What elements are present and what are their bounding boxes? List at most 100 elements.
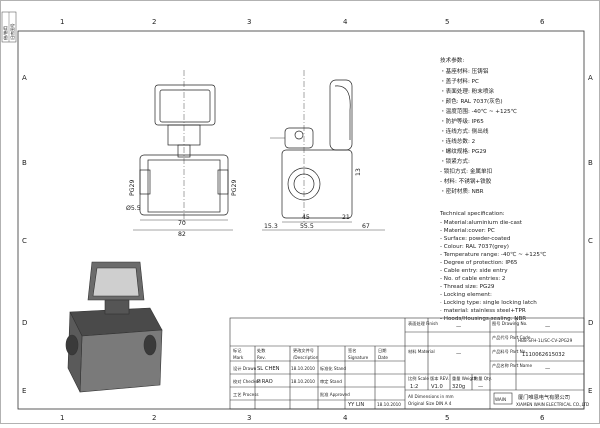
finish-value: — xyxy=(456,324,461,330)
material-value: — xyxy=(456,351,461,357)
rev-head-en: Mark xyxy=(233,355,244,360)
code-value: HB8-SFH-1L/SC-CV-2PG29 xyxy=(518,338,573,343)
company-en: XIAMEN WAIN ELECTRICAL CO.,LTD xyxy=(516,402,589,407)
logo-text: WAIN xyxy=(495,397,506,402)
dim-width-70: 70 xyxy=(178,220,186,227)
spec-cn-line: ・连线方式: 侧出线 xyxy=(440,127,489,135)
spec-en-line: - Cable entry: side entry xyxy=(440,268,508,274)
company-cn: 厦门唯恩电气有限公司 xyxy=(518,393,570,401)
rev-name: SL CHEN xyxy=(257,366,280,372)
row-label: D xyxy=(22,319,27,327)
spec-en-line: - Temperature range: -40℃ ~ +125℃ xyxy=(440,251,546,258)
spec-en-line: - Surface: powder-coated xyxy=(440,236,511,242)
rev-head-en: /Description xyxy=(293,355,319,360)
row-label: B xyxy=(588,159,593,167)
company-logo xyxy=(493,392,513,405)
row-label: B xyxy=(22,159,27,167)
col-label: 4 xyxy=(343,414,348,422)
rev-name: P RAO xyxy=(257,379,273,385)
dim-21: 21 xyxy=(342,214,350,221)
col-label: 4 xyxy=(343,18,348,26)
dim-pg-right: PG29 xyxy=(231,180,238,196)
dim-hole: Ø5.5 xyxy=(126,204,141,212)
spec-en-block: Technical specification: - Material:alum… xyxy=(439,211,546,322)
rev-head: 签名 xyxy=(348,347,356,354)
rev-head-en: Rev. xyxy=(257,355,266,360)
row-label: A xyxy=(588,74,593,82)
material-label: 材料 Material xyxy=(408,348,435,355)
spec-en-title: Technical specification: xyxy=(439,211,505,217)
rev-r2name: YY LIN xyxy=(347,402,364,408)
note-line1: All Dimensions in mm xyxy=(408,394,454,399)
dim-height-13: 13 xyxy=(355,168,362,176)
rev-head-en: Date xyxy=(378,355,388,360)
col-label: 3 xyxy=(247,18,251,26)
drawing-label: 图号 Drawing No. xyxy=(492,321,527,327)
spec-cn-line: ・表面处理: 粉末喷涂 xyxy=(440,87,494,95)
name-label: 产品名称 Part Name xyxy=(492,362,532,369)
rev-head: 日期 xyxy=(378,348,386,354)
spec-cn-line: ・颜色: RAL 7037(灰色) xyxy=(440,97,503,105)
code-label: 产品代号 Part Code xyxy=(492,334,531,341)
rev-head: 更改文件号 xyxy=(293,347,314,354)
spec-cn-line: ・螺纹规格: PG29 xyxy=(440,147,487,155)
dim-pg-left: PG29 xyxy=(129,180,136,196)
finish-label: 表面处理 Finish xyxy=(408,320,438,327)
col-label: 6 xyxy=(540,18,545,26)
rev-r2: 标准化 Stand xyxy=(320,365,346,372)
spec-cn-line: ・基座材料: 压铸铝 xyxy=(440,67,489,75)
spec-en-line: · material: stainless steel+TPR xyxy=(440,308,526,314)
rev-role: 工艺 Process xyxy=(233,392,259,397)
spec-cn-block: 技术参数: ・基座材料: 压铸铝 ・盖子材料: PC ・表面处理: 粉末喷涂 ・… xyxy=(440,56,517,195)
rev-role: 校对 Checked xyxy=(233,378,261,385)
col-label: 2 xyxy=(152,18,156,26)
rev-date: 18.10.2010 xyxy=(291,379,315,384)
title-block-text: 表面处理 Finish — 材料 Material — 比例 Scale 版本 … xyxy=(233,320,589,408)
row-label: A xyxy=(22,74,27,82)
weight-label: 重量 Weigth xyxy=(452,375,477,382)
scale-label: 比例 Scale xyxy=(408,375,429,382)
col-label: 2 xyxy=(152,414,156,422)
side-label-1: 借/借用 xyxy=(2,26,9,40)
spec-cn-line: ・盖子材料: PC xyxy=(440,77,479,85)
col-label: 1 xyxy=(60,414,64,422)
dim-55-5: 55.5 xyxy=(300,223,314,230)
spec-en-line: - No. of cable entries: 2 xyxy=(440,276,505,282)
part-label: 产品料号 Part No. xyxy=(492,348,527,355)
row-label: E xyxy=(22,387,26,395)
spec-cn-line: ・密封材质: NBR xyxy=(440,187,484,195)
col-label: 6 xyxy=(540,414,545,422)
rev-r2: 批准 Approved xyxy=(320,391,350,398)
rev-role: 设计 Drawn xyxy=(233,365,257,372)
col-label: 1 xyxy=(60,18,64,26)
dim-45: 45 xyxy=(302,214,310,221)
note-line2: Original Size DIN A 4 xyxy=(408,401,452,406)
spec-cn-line: ・防护等级: IP65 xyxy=(440,117,484,125)
revision-value: V1.0 xyxy=(431,384,443,390)
col-label: 3 xyxy=(247,414,251,422)
scale-value: 1:2 xyxy=(410,384,418,390)
rev-date: 18.10.2010 xyxy=(291,366,315,371)
rev-r2date: 18.10.2010 xyxy=(377,402,401,407)
quantity-value: — xyxy=(478,384,483,390)
row-label: C xyxy=(588,237,593,245)
col-label: 5 xyxy=(445,18,449,26)
spec-en-line: - Colour: RAL 7037(grey) xyxy=(440,244,509,250)
row-label: D xyxy=(588,319,593,327)
revision-label: 版本 REV. xyxy=(430,375,449,382)
spec-en-line: - Material:aluminium die-cast xyxy=(440,220,523,226)
dim-width-82: 82 xyxy=(178,231,186,238)
spec-en-line: - Thread size: PG29 xyxy=(440,284,495,290)
row-label: C xyxy=(22,237,27,245)
side-strip: 借/借用 旧底图号 xyxy=(1,11,17,43)
spec-cn-line: ・锁紧方式: xyxy=(440,157,470,165)
row-labels: A B C D E A B C D E xyxy=(22,74,593,395)
rev-head-en: Signature xyxy=(348,355,369,360)
spec-cn-title: 技术参数: xyxy=(440,56,464,64)
name-value: — xyxy=(545,366,550,372)
dim-15-3: 15.3 xyxy=(264,223,278,230)
title-block xyxy=(229,317,585,410)
spec-en-line: - Locking element: xyxy=(440,292,492,298)
spec-cn-line: ・温度范围: -40℃ ~ +125℃ xyxy=(440,107,517,115)
